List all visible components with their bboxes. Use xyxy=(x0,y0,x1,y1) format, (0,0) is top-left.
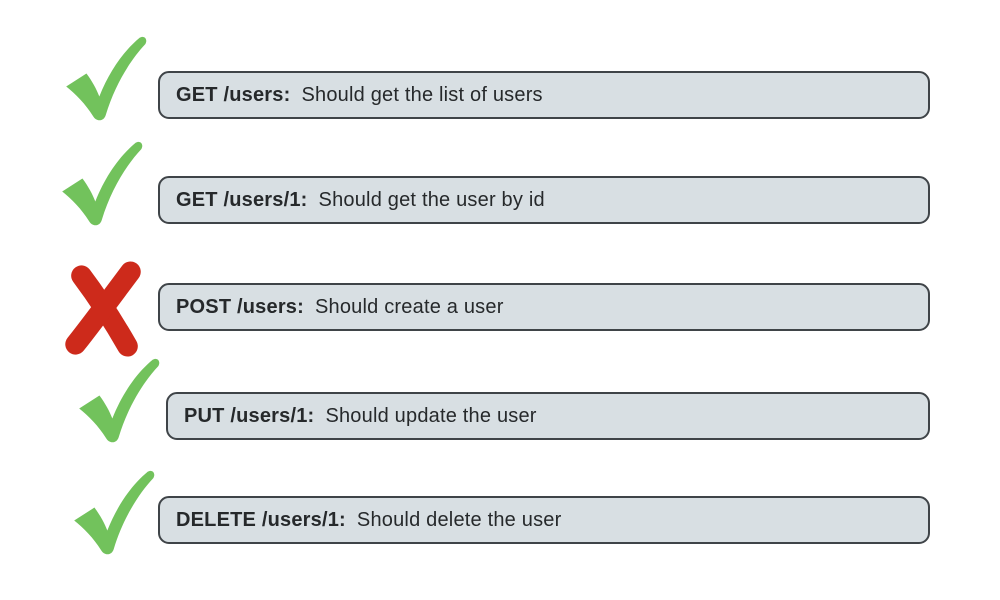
check-icon xyxy=(65,468,157,565)
test-result-box: GET /users: Should get the list of users xyxy=(158,71,930,119)
test-result-box: DELETE /users/1: Should delete the user xyxy=(158,496,930,544)
http-method-label: GET /users: xyxy=(176,83,291,106)
test-result-box: PUT /users/1: Should update the user xyxy=(166,392,930,440)
test-description: Should update the user xyxy=(325,404,537,427)
http-method-label: POST /users: xyxy=(176,295,304,318)
test-description: Should get the user by id xyxy=(318,188,545,211)
test-result-box: POST /users: Should create a user xyxy=(158,283,930,331)
test-description: Should create a user xyxy=(315,295,504,318)
test-description: Should delete the user xyxy=(356,508,562,531)
check-icon xyxy=(70,356,162,453)
http-method-label: DELETE /users/1: xyxy=(176,508,346,531)
http-method-label: GET /users/1: xyxy=(176,188,308,211)
check-icon xyxy=(57,34,149,131)
x-icon xyxy=(55,258,153,367)
check-icon xyxy=(53,139,145,236)
test-description: Should get the list of users xyxy=(301,83,543,106)
test-result-box: GET /users/1: Should get the user by id xyxy=(158,176,930,224)
http-method-label: PUT /users/1: xyxy=(184,404,315,427)
